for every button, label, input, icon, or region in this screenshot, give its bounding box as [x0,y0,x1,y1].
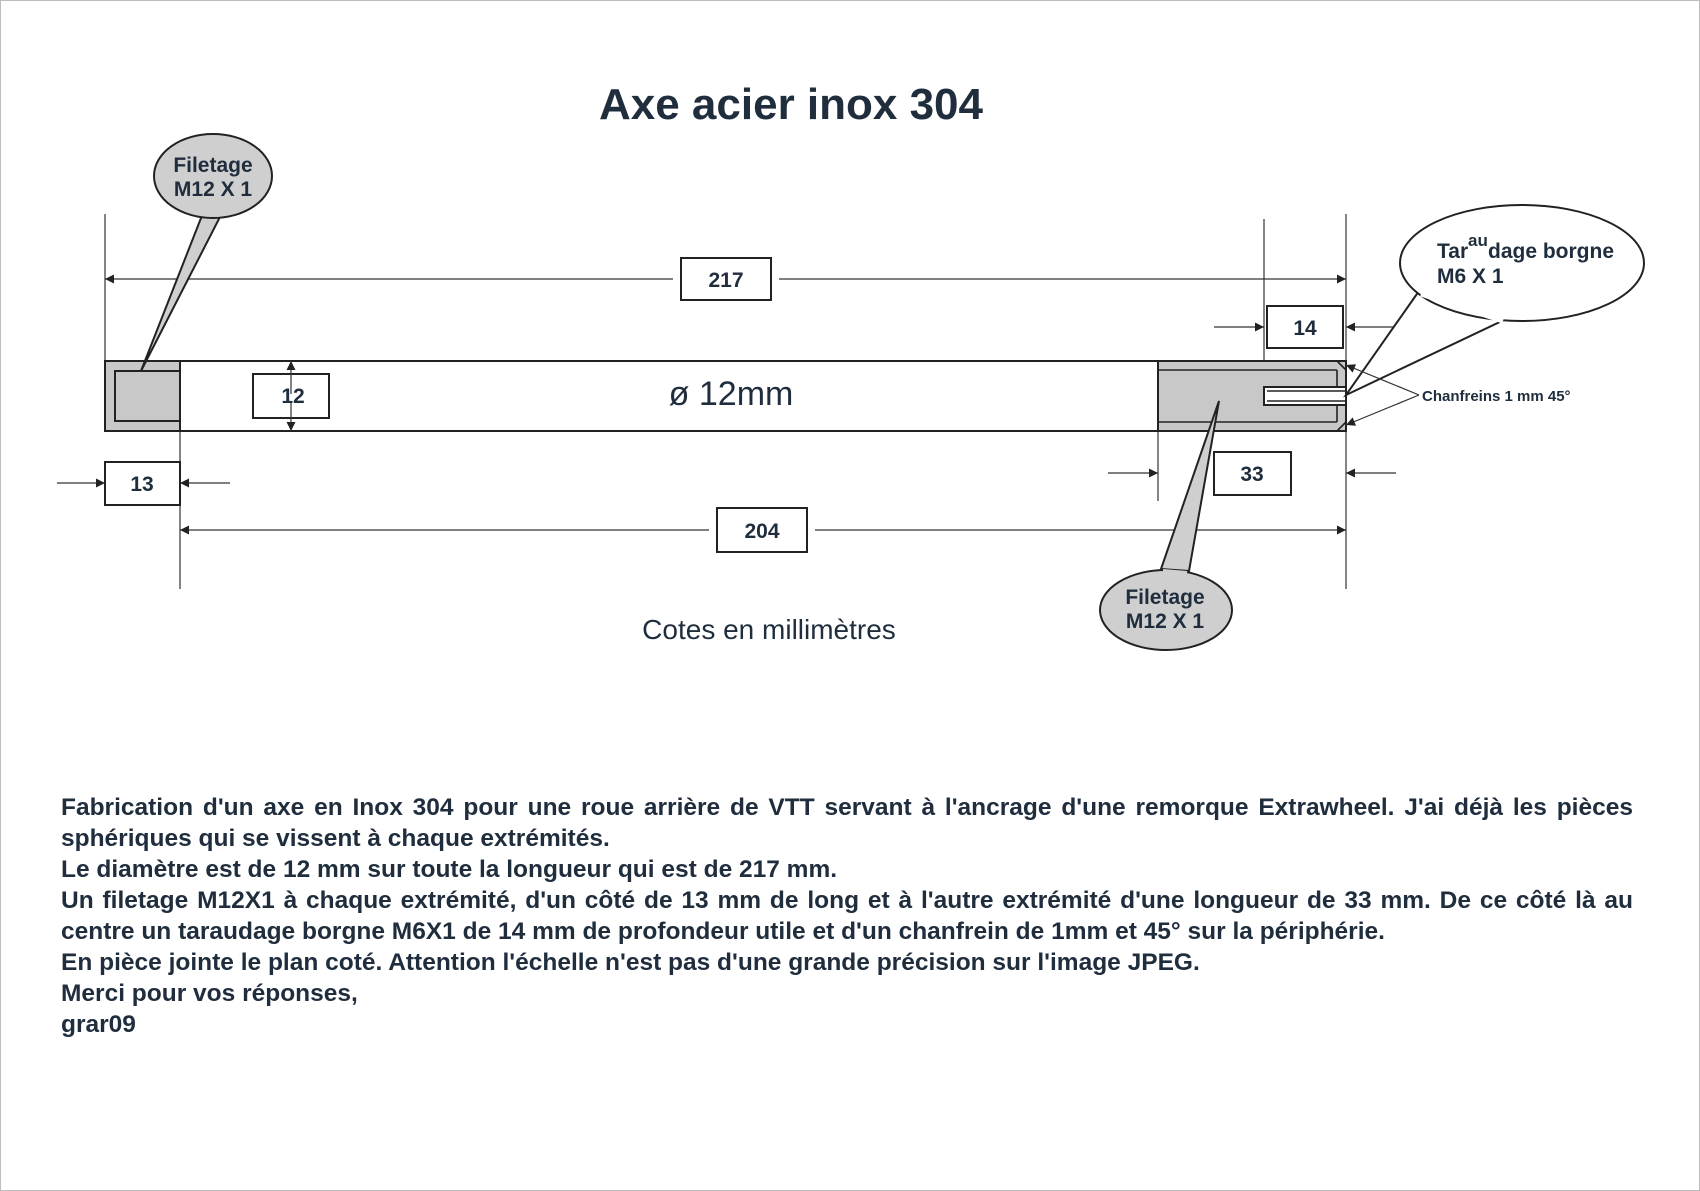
chamfer-label: Chanfreins 1 mm 45° [1422,388,1571,405]
callout-tapping: Tar au dage borgne M6 X 1 [1343,204,1645,398]
dimension-204: 204 [180,507,1346,553]
diameter-label: ø 12mm [669,375,794,413]
callout-tapping-line2: M6 X 1 [1437,265,1504,288]
chamfer-callout: Chanfreins 1 mm 45° [1345,364,1571,426]
dimension-14: 14 [1214,305,1396,349]
callout-left-line1: Filetage [173,154,252,177]
callout-right-thread: Filetage M12 X 1 [1099,400,1233,651]
dim-total-length: 217 [708,269,743,292]
drawing-title: Axe acier inox 304 [599,80,984,129]
technical-drawing: Axe acier inox 304 ø 12mm 217 [57,80,1645,651]
dimension-33: 33 [1108,451,1396,496]
callout-tapping-part2: dage borgne [1488,240,1614,263]
dim-right-thread: 33 [1240,463,1263,486]
callout-right-line2: M12 X 1 [1126,610,1205,633]
dim-tapping-depth: 14 [1293,317,1317,340]
callout-right-line1: Filetage [1125,586,1204,609]
tapped-hole [1263,386,1347,406]
description-paragraph-3: Un filetage M12X1 à chaque extrémité, d'… [61,887,1633,945]
callout-left-line2: M12 X 1 [174,178,253,201]
description-signature: grar09 [61,1011,136,1038]
description-paragraph-1: Fabrication d'un axe en Inox 304 pour un… [61,794,1633,852]
dim-diameter: 12 [281,385,304,408]
description-paragraph-4: En pièce jointe le plan coté. Attention … [61,949,1200,976]
dim-thread-span: 204 [744,520,779,543]
description-paragraph-2: Le diamètre est de 12 mm sur toute la lo… [61,856,838,883]
callout-tapping-superscript: au [1468,231,1488,250]
description-text: Fabrication d'un axe en Inox 304 pour un… [61,792,1633,1040]
dimension-217: 217 [105,257,1346,301]
callout-tapping-part1: Tar [1437,240,1468,263]
dimension-12: 12 [252,361,330,431]
callout-left-thread: Filetage M12 X 1 [140,133,273,372]
dimension-13: 13 [57,461,230,506]
units-note: Cotes en millimètres [642,614,896,645]
dim-left-thread: 13 [130,473,153,496]
description-paragraph-5: Merci pour vos réponses, [61,980,358,1007]
